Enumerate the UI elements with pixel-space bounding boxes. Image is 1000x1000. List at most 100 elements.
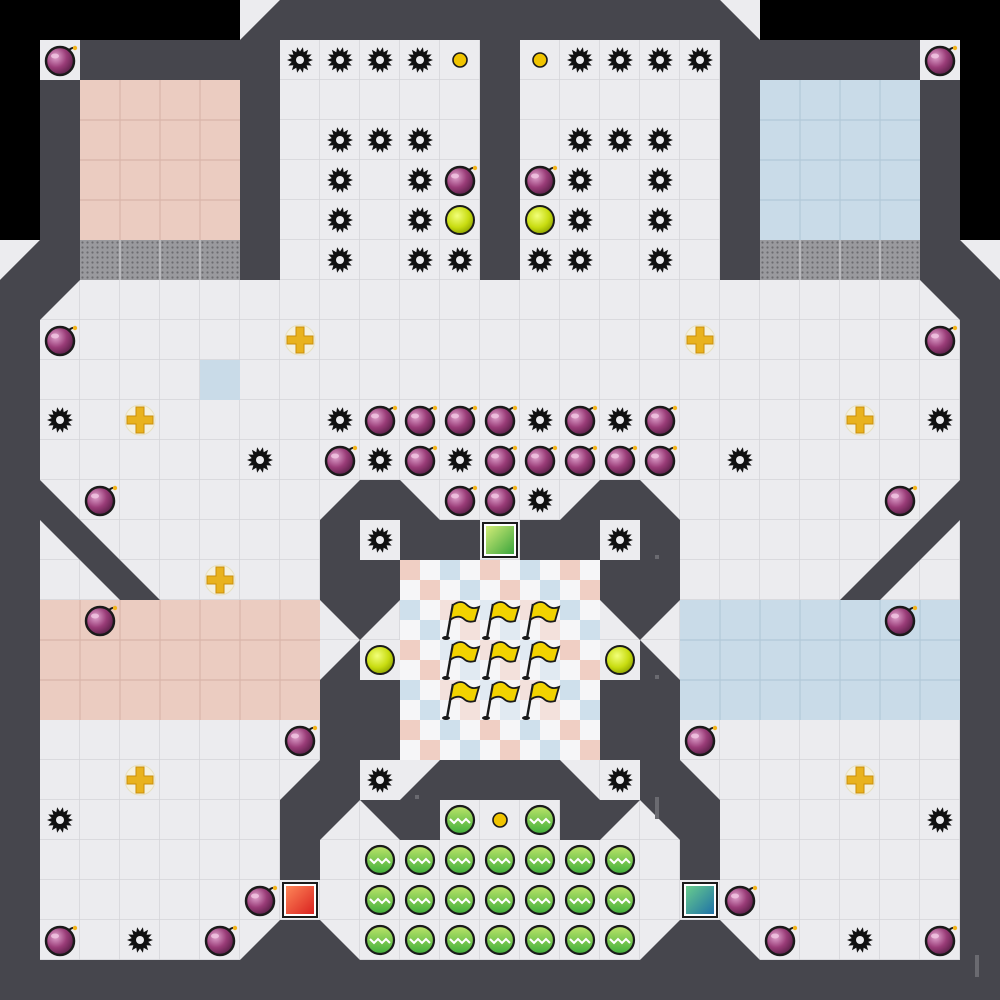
powerup-icon [364, 844, 396, 876]
bomb-icon [924, 925, 958, 957]
powerup-icon [484, 924, 516, 956]
powerup-icon [484, 884, 516, 916]
bomb-icon [324, 445, 358, 477]
bomb-icon [524, 445, 558, 477]
mine-icon [607, 527, 633, 553]
bomb-icon [284, 725, 318, 757]
bomb-icon [924, 45, 958, 77]
pad-icon [525, 205, 555, 235]
bomb-icon [84, 605, 118, 637]
mine-icon [407, 167, 433, 193]
mine-icon [327, 167, 353, 193]
bomb-icon [604, 445, 638, 477]
coin-icon [492, 812, 508, 828]
mine-icon [527, 407, 553, 433]
boost-icon [844, 404, 876, 436]
flag-icon [442, 601, 481, 640]
flag-icon [522, 601, 561, 640]
mine-icon [647, 167, 673, 193]
mine-icon [847, 927, 873, 953]
flag-icon [442, 681, 481, 720]
mine-icon [527, 247, 553, 273]
bomb-icon [724, 885, 758, 917]
flag-icon [482, 601, 521, 640]
bomb-icon [484, 485, 518, 517]
mine-icon [647, 127, 673, 153]
powerup-icon [364, 884, 396, 916]
green-gate-icon[interactable] [482, 522, 518, 558]
mine-icon [927, 407, 953, 433]
powerup-icon [564, 924, 596, 956]
powerup-icon [404, 884, 436, 916]
teal-gate-icon[interactable] [682, 882, 718, 918]
mine-icon [407, 247, 433, 273]
mine-icon [327, 47, 353, 73]
mine-icon [607, 47, 633, 73]
mine-icon [687, 47, 713, 73]
powerup-icon [484, 844, 516, 876]
mine-icon [927, 807, 953, 833]
powerup-icon [564, 884, 596, 916]
bomb-icon [44, 325, 78, 357]
boost-icon [844, 764, 876, 796]
mine-icon [367, 127, 393, 153]
mine-icon [527, 487, 553, 513]
bomb-icon [884, 605, 918, 637]
mine-icon [727, 447, 753, 473]
powerup-icon [444, 884, 476, 916]
flag-icon [522, 681, 561, 720]
boost-icon [124, 764, 156, 796]
powerup-icon [524, 804, 556, 836]
mine-icon [367, 47, 393, 73]
bomb-icon [484, 405, 518, 437]
mine-icon [647, 247, 673, 273]
bomb-icon [484, 445, 518, 477]
bomb-icon [524, 165, 558, 197]
bomb-icon [564, 405, 598, 437]
pad-icon [365, 645, 395, 675]
bomb-icon [444, 405, 478, 437]
mine-icon [127, 927, 153, 953]
mine-icon [287, 47, 313, 73]
mine-icon [367, 447, 393, 473]
bomb-icon [404, 445, 438, 477]
pad-icon [605, 645, 635, 675]
mine-icon [327, 207, 353, 233]
boost-icon [204, 564, 236, 596]
red-gate-icon[interactable] [282, 882, 318, 918]
mine-icon [247, 447, 273, 473]
mine-icon [327, 127, 353, 153]
mine-icon [407, 127, 433, 153]
mine-icon [647, 207, 673, 233]
mine-icon [567, 247, 593, 273]
boost-icon [284, 324, 316, 356]
mine-icon [607, 767, 633, 793]
flag-pit [400, 560, 600, 760]
mine-icon [567, 47, 593, 73]
grate-right [760, 240, 920, 280]
bomb-icon [924, 325, 958, 357]
mine-icon [47, 407, 73, 433]
mine-icon [447, 247, 473, 273]
pad-icon [445, 205, 475, 235]
bomb-icon [44, 925, 78, 957]
mine-icon [47, 807, 73, 833]
bomb-icon [204, 925, 238, 957]
bomb-icon [644, 445, 678, 477]
flag-icon [482, 681, 521, 720]
bomb-icon [684, 725, 718, 757]
flag-icon [482, 641, 521, 680]
flag-icon [522, 641, 561, 680]
powerup-icon [524, 884, 556, 916]
bomb-icon [244, 885, 278, 917]
boost-icon [124, 404, 156, 436]
powerup-icon [604, 884, 636, 916]
powerup-icon [604, 924, 636, 956]
mine-icon [407, 47, 433, 73]
mine-icon [647, 47, 673, 73]
grate-left [80, 240, 240, 280]
bomb-icon [764, 925, 798, 957]
